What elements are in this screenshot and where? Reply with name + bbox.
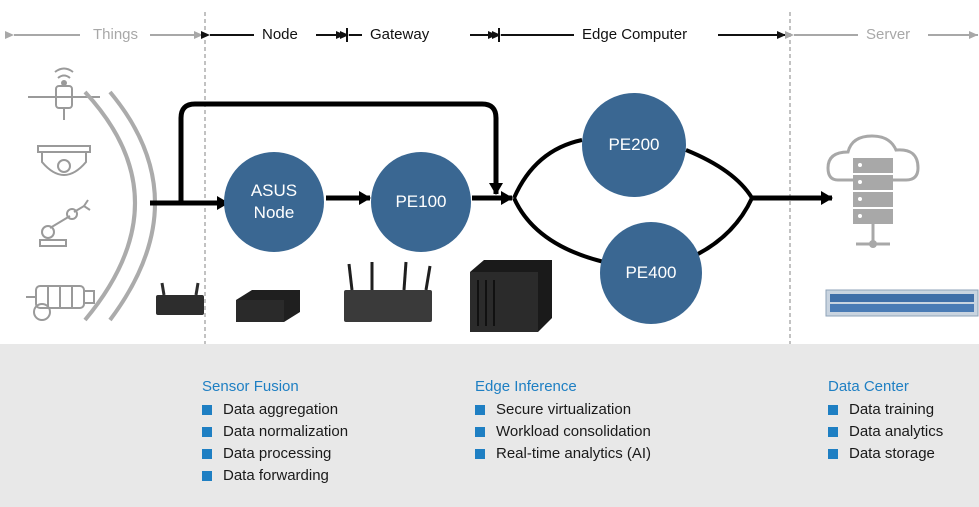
- category-title: Sensor Fusion: [202, 378, 299, 395]
- header-label-node: Node: [258, 26, 302, 44]
- node-label: PE400: [625, 263, 677, 282]
- bullet-square-icon: [828, 449, 838, 459]
- bullet-square-icon: [202, 471, 212, 481]
- list-item: Workload consolidation: [475, 421, 651, 443]
- node-pe400: PE400: [600, 222, 702, 324]
- node-label: PE100: [395, 192, 447, 211]
- edge-loop: [512, 138, 754, 264]
- list-item: Secure virtualization: [475, 399, 651, 421]
- node-pe200: PE200: [582, 93, 686, 197]
- list-item: Data training: [828, 399, 943, 421]
- list-item: Data processing: [202, 443, 348, 465]
- diagram-canvas: [5, 12, 979, 344]
- list-item-text: Data training: [849, 401, 935, 418]
- dome-camera-icon: [37, 145, 91, 176]
- node-label: PE200: [608, 135, 660, 154]
- node-asus: ASUS Node: [224, 152, 324, 252]
- router-icon: [344, 261, 432, 322]
- list-item-text: Real-time analytics (AI): [496, 445, 652, 462]
- list-item: Data normalization: [202, 421, 348, 443]
- header-label-gateway: Gateway: [366, 26, 434, 44]
- list-item-text: Data forwarding: [223, 467, 329, 484]
- bullet-square-icon: [202, 427, 212, 437]
- bullet-square-icon: [828, 427, 838, 437]
- bullet-square-icon: [202, 449, 212, 459]
- motor-icon: [26, 285, 95, 321]
- header-label-edge-computer: Edge Computer: [578, 26, 692, 44]
- category-data-center: Data Center Data training Data analytics…: [828, 377, 943, 465]
- category-title: Data Center: [828, 378, 909, 395]
- bullet-square-icon: [828, 405, 838, 415]
- connection-curves: [83, 90, 157, 322]
- bullet-square-icon: [475, 427, 485, 437]
- bullet-square-icon: [202, 405, 212, 415]
- node-label: ASUS: [250, 181, 298, 200]
- list-item: Data forwarding: [202, 465, 348, 487]
- bullet-square-icon: [475, 449, 485, 459]
- list-item-text: Data processing: [223, 445, 332, 462]
- category-edge-inference: Edge Inference Secure virtualization Wor…: [475, 377, 651, 465]
- mini-pc-icon: [156, 282, 204, 315]
- list-item-text: Secure virtualization: [496, 401, 632, 418]
- list-item: Data analytics: [828, 421, 943, 443]
- list-item-text: Workload consolidation: [496, 423, 651, 440]
- bullet-square-icon: [475, 405, 485, 415]
- cloud-server-icon: [826, 134, 920, 248]
- list-item: Data aggregation: [202, 399, 348, 421]
- list-item-text: Data normalization: [223, 423, 349, 440]
- list-item: Data storage: [828, 443, 943, 465]
- list-item: Real-time analytics (AI): [475, 443, 651, 465]
- category-title: Edge Inference: [475, 378, 577, 395]
- list-item-text: Data storage: [849, 445, 935, 462]
- header-label-things: Things: [89, 26, 143, 44]
- node-label: Node: [253, 203, 295, 222]
- list-item-text: Data aggregation: [223, 401, 339, 418]
- mini-pc-icon: [236, 290, 300, 322]
- industrial-pc-icon: [470, 260, 552, 332]
- header-label-server: Server: [862, 26, 915, 44]
- robot-arm-icon: [39, 199, 91, 247]
- list-item-text: Data analytics: [849, 423, 944, 440]
- node-pe100: PE100: [371, 152, 471, 252]
- header-arrows: [5, 28, 978, 42]
- flow-arrows: [150, 101, 833, 210]
- rack-server-icon: [825, 289, 979, 317]
- category-sensor-fusion: Sensor Fusion Data aggregation Data norm…: [202, 377, 348, 487]
